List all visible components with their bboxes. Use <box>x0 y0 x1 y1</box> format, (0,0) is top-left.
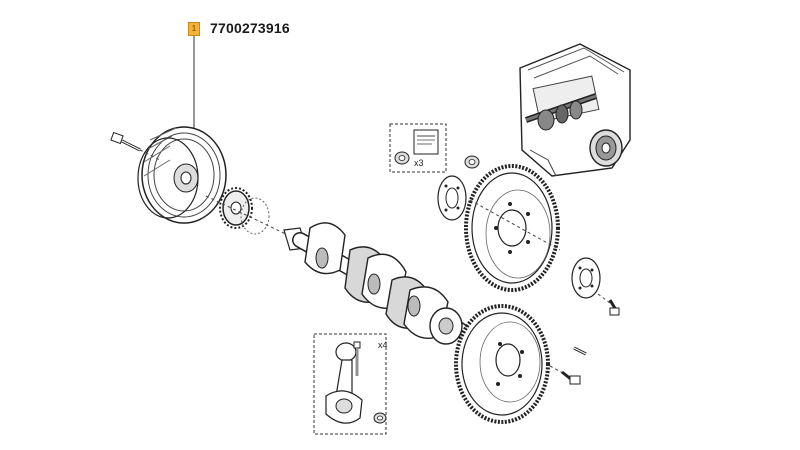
crankshaft-icon[interactable] <box>283 222 468 345</box>
crankshaft-pulley-icon[interactable] <box>137 126 227 224</box>
conrod-bolt-quantity: x4 <box>378 340 388 350</box>
lower-flywheel-icon[interactable] <box>454 304 550 424</box>
conrod-nut-icon <box>373 412 387 424</box>
gasket-kit-quantity: x3 <box>414 158 424 168</box>
gasket-kit-group[interactable]: x3 <box>389 123 447 173</box>
instruction-sheet-icon <box>413 129 439 155</box>
engine-block-icon <box>519 43 631 177</box>
nut-icon <box>394 151 410 165</box>
dowel-pin-icon[interactable] <box>573 346 587 356</box>
spacer-plate-icon[interactable] <box>571 257 601 299</box>
hub-nut-icon[interactable] <box>464 155 480 169</box>
pulley-bolt-icon[interactable] <box>110 131 161 161</box>
part-number-label: 7700273916 <box>210 20 290 36</box>
timing-gear-icon[interactable] <box>205 187 291 237</box>
connecting-rod-icon <box>325 342 363 424</box>
flywheel-icon[interactable] <box>464 164 561 292</box>
conrod-bolt-icon <box>353 341 361 376</box>
callout-badge[interactable]: 1 <box>188 22 200 36</box>
flexplate-shim-icon[interactable] <box>437 175 467 221</box>
connecting-rod-group[interactable]: x4 <box>313 333 388 435</box>
bolt-icon[interactable] <box>597 293 620 316</box>
flywheel-bolt-icon[interactable] <box>549 365 581 385</box>
